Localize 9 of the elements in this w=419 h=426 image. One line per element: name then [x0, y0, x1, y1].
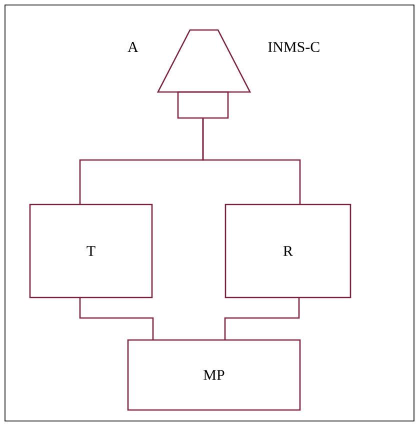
connector-line — [79, 298, 154, 340]
antenna-label: INMS-C — [268, 42, 320, 52]
process-box: R — [224, 204, 352, 298]
antenna-label: A — [128, 42, 138, 52]
connector-line — [202, 118, 301, 204]
process-box: MP — [127, 339, 301, 411]
connector-box — [177, 91, 229, 119]
process-box: T — [29, 204, 153, 298]
connector-line — [224, 298, 300, 340]
